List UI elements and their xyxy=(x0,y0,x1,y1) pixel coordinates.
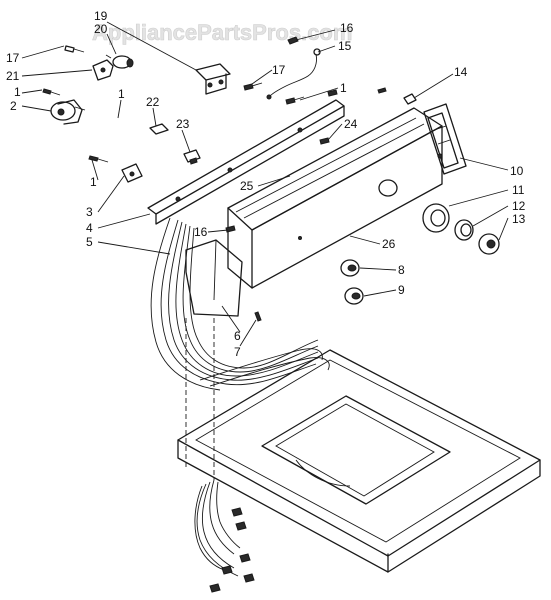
wire-15-part xyxy=(266,48,321,100)
control-housing-6-part xyxy=(185,239,243,317)
screw-17-part xyxy=(64,45,85,53)
callout-16-top: 16 xyxy=(340,21,354,35)
callout-3: 3 xyxy=(86,205,93,219)
screw-16-top-part xyxy=(287,36,299,45)
callout-8: 8 xyxy=(398,263,405,277)
callout-17-right: 17 xyxy=(272,63,286,77)
pressure-switch-2-part xyxy=(50,99,86,125)
knob-8-part xyxy=(340,259,360,277)
knob-13-part xyxy=(478,233,500,255)
callout-24: 24 xyxy=(344,117,358,131)
screw-1-left-part xyxy=(88,155,109,163)
callouts: 19 20 17 21 1 2 1 22 23 17 16 15 1 14 24… xyxy=(6,9,526,359)
top-cover-part xyxy=(177,349,541,573)
callout-1-left: 1 xyxy=(90,175,97,189)
callout-23: 23 xyxy=(176,117,190,131)
callout-11: 11 xyxy=(512,183,525,197)
console-panel-26-part xyxy=(227,107,443,289)
end-cap-10-part xyxy=(423,103,467,175)
callout-22: 22 xyxy=(146,95,160,109)
callout-19: 19 xyxy=(94,9,108,23)
part-23 xyxy=(183,149,201,165)
callout-15: 15 xyxy=(338,39,352,53)
leader-lines xyxy=(21,21,509,347)
part-22 xyxy=(149,123,169,135)
screw-24-part xyxy=(319,137,330,145)
part-3 xyxy=(121,163,143,183)
callout-10: 10 xyxy=(510,164,524,178)
callout-16-mid: 16 xyxy=(194,225,208,239)
callout-4: 4 xyxy=(86,221,93,235)
callout-9: 9 xyxy=(398,283,405,297)
callout-1-right: 1 xyxy=(340,81,347,95)
bottom-harness-part xyxy=(194,479,255,593)
callout-12: 12 xyxy=(512,199,526,213)
screws-17-1-part xyxy=(243,82,338,105)
callout-17-left: 17 xyxy=(6,51,20,65)
callout-5: 5 xyxy=(86,235,93,249)
callout-25: 25 xyxy=(240,179,254,193)
bracket-21-part xyxy=(92,59,114,81)
callout-6: 6 xyxy=(234,329,241,343)
callout-21: 21 xyxy=(6,69,20,83)
filter-20-part xyxy=(105,54,134,69)
knob-9-part xyxy=(344,287,364,305)
clip-14-part xyxy=(377,87,417,105)
wiring-harness-5-part xyxy=(150,217,330,391)
callout-13: 13 xyxy=(512,212,526,226)
knob-12-part xyxy=(454,219,474,241)
callout-26: 26 xyxy=(382,237,396,251)
callout-7: 7 xyxy=(234,345,241,359)
watermark-text: AppliancePartsPros.com xyxy=(92,20,352,45)
bracket-19-part xyxy=(195,63,231,95)
callout-1-mid: 1 xyxy=(118,87,125,101)
callout-1-top: 1 xyxy=(14,85,21,99)
callout-2: 2 xyxy=(10,99,17,113)
callout-20: 20 xyxy=(94,22,108,36)
bracket-4-part xyxy=(147,99,345,225)
screw-1-top-part xyxy=(42,88,61,96)
callout-14: 14 xyxy=(454,65,468,79)
knob-skirt-11-part xyxy=(422,203,450,233)
screw-7-part xyxy=(254,311,262,322)
screw-16-mid-part xyxy=(225,225,236,233)
